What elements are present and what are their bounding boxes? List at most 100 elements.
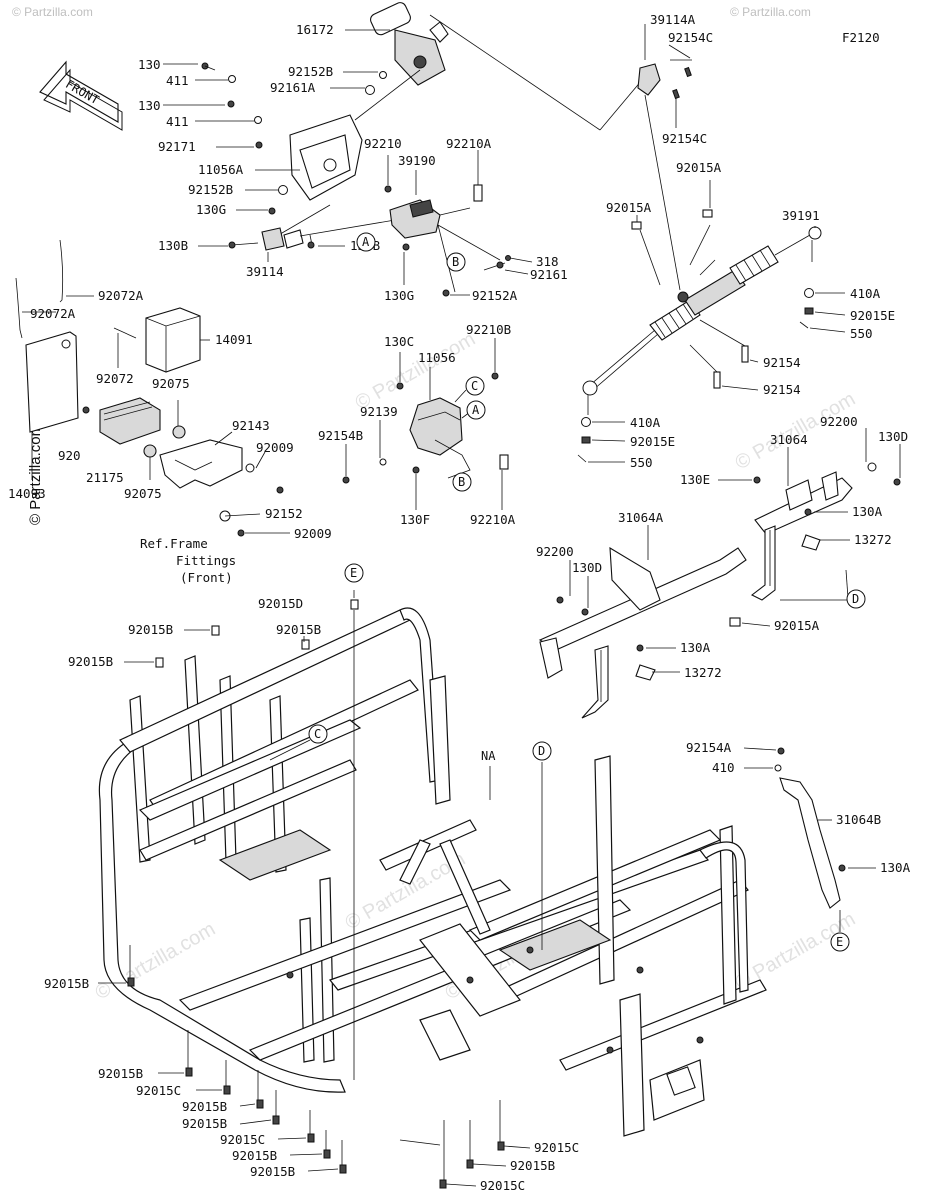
pn-92015B-5: 92015B bbox=[98, 1066, 143, 1081]
pn-39190: 39190 bbox=[398, 153, 436, 168]
pn-92075-a: 92075 bbox=[152, 376, 190, 391]
pn-92015B-3: 92015B bbox=[68, 654, 113, 669]
pn-130A-a: 130A bbox=[852, 504, 883, 519]
callout-B-1 bbox=[446, 252, 466, 272]
callout-D-1-label: D bbox=[852, 592, 859, 606]
pn-92015D: 92015D bbox=[258, 596, 303, 611]
pn-92171: 92171 bbox=[158, 139, 196, 154]
pn-92015C-3: 92015C bbox=[534, 1140, 579, 1155]
ecu-21175 bbox=[99, 397, 161, 445]
callout-A-2 bbox=[466, 400, 486, 420]
pn-14093: 14093 bbox=[8, 486, 46, 501]
corner-copyright-tr: © Partzilla.com bbox=[730, 5, 811, 19]
pn-92161: 92161 bbox=[530, 267, 568, 282]
front-direction-arrow: FRONT bbox=[39, 60, 123, 131]
pn-92015B-10: 92015B bbox=[510, 1158, 555, 1173]
callout-NA: NA bbox=[481, 749, 496, 763]
callout-A-1 bbox=[356, 232, 376, 252]
pn-39191: 39191 bbox=[782, 208, 820, 223]
callout-D-2 bbox=[532, 741, 552, 761]
leaders-steering bbox=[163, 29, 533, 296]
callout-B-2-label: B bbox=[458, 475, 465, 489]
bracket-92143 bbox=[159, 439, 243, 489]
pn-411-2: 411 bbox=[166, 114, 189, 129]
bracket-11056 bbox=[409, 397, 463, 456]
pn-92015B-8: 92015B bbox=[232, 1148, 277, 1163]
box-14091 bbox=[145, 307, 201, 373]
pn-92015A-a: 92015A bbox=[676, 160, 722, 175]
ecu-group bbox=[15, 239, 284, 537]
pn-130D-a: 130D bbox=[878, 429, 908, 444]
pn-16172: 16172 bbox=[296, 22, 334, 37]
callout-E-1-label: E bbox=[350, 566, 357, 580]
pn-92015B-4: 92015B bbox=[44, 976, 89, 991]
pn-92154B: 92154B bbox=[318, 428, 363, 443]
pn-92015A-c: 92015A bbox=[774, 618, 820, 633]
pn-130G-b: 130G bbox=[384, 288, 414, 303]
pn-92015C-4: 92015C bbox=[480, 1178, 525, 1193]
pn-130E: 130E bbox=[680, 472, 710, 487]
bracket-11056-group bbox=[342, 372, 509, 484]
leaders-rack bbox=[588, 24, 846, 463]
pn-92015B-2: 92015B bbox=[276, 622, 321, 637]
pn-92152B-a: 92152B bbox=[288, 64, 333, 79]
steering-rack-group bbox=[577, 59, 822, 463]
ref-note-line1: Ref.Frame bbox=[140, 536, 208, 551]
callout-E-2 bbox=[830, 932, 850, 952]
callout-E-1 bbox=[344, 563, 364, 583]
pn-130A-b: 130A bbox=[680, 640, 711, 655]
main-frame bbox=[98, 607, 767, 1137]
pn-92154-b: 92154 bbox=[763, 382, 801, 397]
pn-130D-b: 130D bbox=[572, 560, 602, 575]
pn-92015C-1: 92015C bbox=[136, 1083, 181, 1098]
callout-B-1-label: B bbox=[452, 255, 459, 269]
pn-130G-a: 130G bbox=[196, 202, 226, 217]
pn-92210: 92210 bbox=[364, 136, 402, 151]
pn-31064: 31064 bbox=[770, 432, 808, 447]
panel-14093 bbox=[25, 331, 79, 433]
pn-92152: 92152 bbox=[265, 506, 303, 521]
pn-14091: 14091 bbox=[215, 332, 253, 347]
pn-11056: 11056 bbox=[418, 350, 456, 365]
pn-130B-a: 130B bbox=[158, 238, 188, 253]
pn-11056A: 11056A bbox=[198, 162, 244, 177]
cross-member-group bbox=[538, 462, 901, 719]
brace-31064B bbox=[774, 747, 846, 909]
ref-note-line2: Fittings bbox=[176, 553, 236, 568]
pn-92072: 92072 bbox=[96, 371, 134, 386]
leaders-31064B bbox=[743, 747, 876, 932]
pn-130A-c: 130A bbox=[880, 860, 911, 875]
pn-92015C-2: 92015C bbox=[220, 1132, 265, 1147]
callout-D-1 bbox=[846, 589, 866, 609]
callout-C-2 bbox=[308, 724, 328, 744]
pn-550-b: 550 bbox=[630, 455, 653, 470]
pn-92152B-b: 92152B bbox=[188, 182, 233, 197]
pn-92154-a: 92154 bbox=[763, 355, 801, 370]
pn-130F: 130F bbox=[400, 512, 430, 527]
pn-92154A: 92154A bbox=[686, 740, 732, 755]
pn-92210A-b: 92210A bbox=[470, 512, 516, 527]
pn-318: 318 bbox=[536, 254, 559, 269]
figure-code: F2120 bbox=[842, 30, 880, 45]
pn-92210B: 92210B bbox=[466, 322, 511, 337]
pn-92200-a: 92200 bbox=[820, 414, 858, 429]
pn-411-top: 411 bbox=[166, 73, 189, 88]
callout-E-2-label: E bbox=[836, 935, 843, 949]
steering-column-group bbox=[201, 2, 643, 297]
joint-39114 bbox=[261, 227, 285, 251]
side-copyright: © Partzilla.com bbox=[27, 424, 44, 525]
callout-B-2 bbox=[452, 472, 472, 492]
pn-92139: 92139 bbox=[360, 404, 398, 419]
callout-D-2-label: D bbox=[538, 744, 545, 758]
pn-920: 920 bbox=[58, 448, 81, 463]
ref-note-line3: (Front) bbox=[180, 570, 233, 585]
pn-130-2: 130 bbox=[138, 98, 161, 113]
pn-39114A: 39114A bbox=[650, 12, 696, 27]
callout-C-1-label: C bbox=[471, 379, 478, 393]
pn-92015B-6: 92015B bbox=[182, 1099, 227, 1114]
pn-410: 410 bbox=[712, 760, 735, 775]
pn-92015B-7: 92015B bbox=[182, 1116, 227, 1131]
pn-92015E-a: 92015E bbox=[850, 308, 895, 323]
pn-92072A-b: 92072A bbox=[30, 306, 76, 321]
